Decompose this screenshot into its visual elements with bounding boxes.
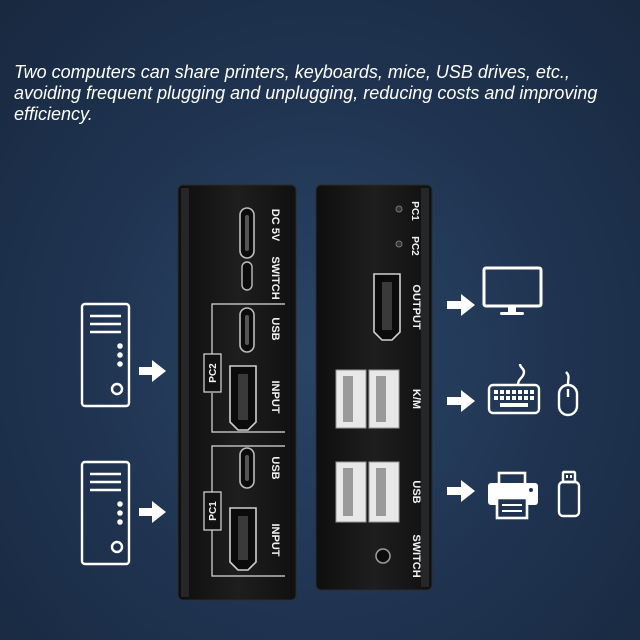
- usb-drive-icon: [557, 470, 581, 518]
- kvm-input-panel: DC 5V SWITCH PC2 USB INPUT PC1 USB: [177, 184, 297, 601]
- switch-button: [375, 548, 391, 564]
- pc1-led: [395, 205, 403, 213]
- dc-label: DC 5V: [269, 209, 281, 242]
- usb-label-pc2: USB: [269, 317, 281, 340]
- pc1-label: PC1: [208, 501, 219, 521]
- output-label: OUTPUT: [410, 284, 422, 330]
- usb-label-pc1: USB: [269, 456, 281, 479]
- arrow-right-icon: [447, 480, 475, 502]
- monitor-icon: [482, 266, 543, 315]
- input-label-pc2: INPUT: [269, 381, 281, 414]
- pc2-led: [395, 240, 403, 248]
- arrow-right-icon: [139, 360, 166, 382]
- switch-label-left: SWITCH: [269, 256, 281, 299]
- km-label: K/M: [410, 389, 422, 409]
- keyboard-icon: [487, 363, 541, 415]
- usb-label-out: USB: [410, 480, 422, 503]
- printer-icon: [488, 471, 538, 520]
- pc-tower-icon: [80, 302, 131, 408]
- arrow-right-icon: [139, 501, 166, 523]
- arrow-right-icon: [447, 390, 475, 412]
- pc2-led-label: PC2: [409, 236, 420, 256]
- switch-label-right: SWITCH: [410, 534, 422, 577]
- pc-tower-icon: [80, 460, 131, 566]
- headline-text: Two computers can share printers, keyboa…: [14, 62, 598, 124]
- mouse-icon: [557, 371, 579, 417]
- usb-share-ports: [335, 461, 400, 523]
- arrow-right-icon: [447, 294, 475, 316]
- kvm-output-panel: PC1 PC2 OUTPUT K/M USB: [315, 184, 433, 591]
- input-label-pc1: INPUT: [269, 524, 281, 557]
- km-usb-ports: [335, 369, 400, 429]
- pc2-label: PC2: [208, 363, 219, 383]
- switch-port: [241, 261, 253, 291]
- pc1-led-label: PC1: [409, 201, 420, 221]
